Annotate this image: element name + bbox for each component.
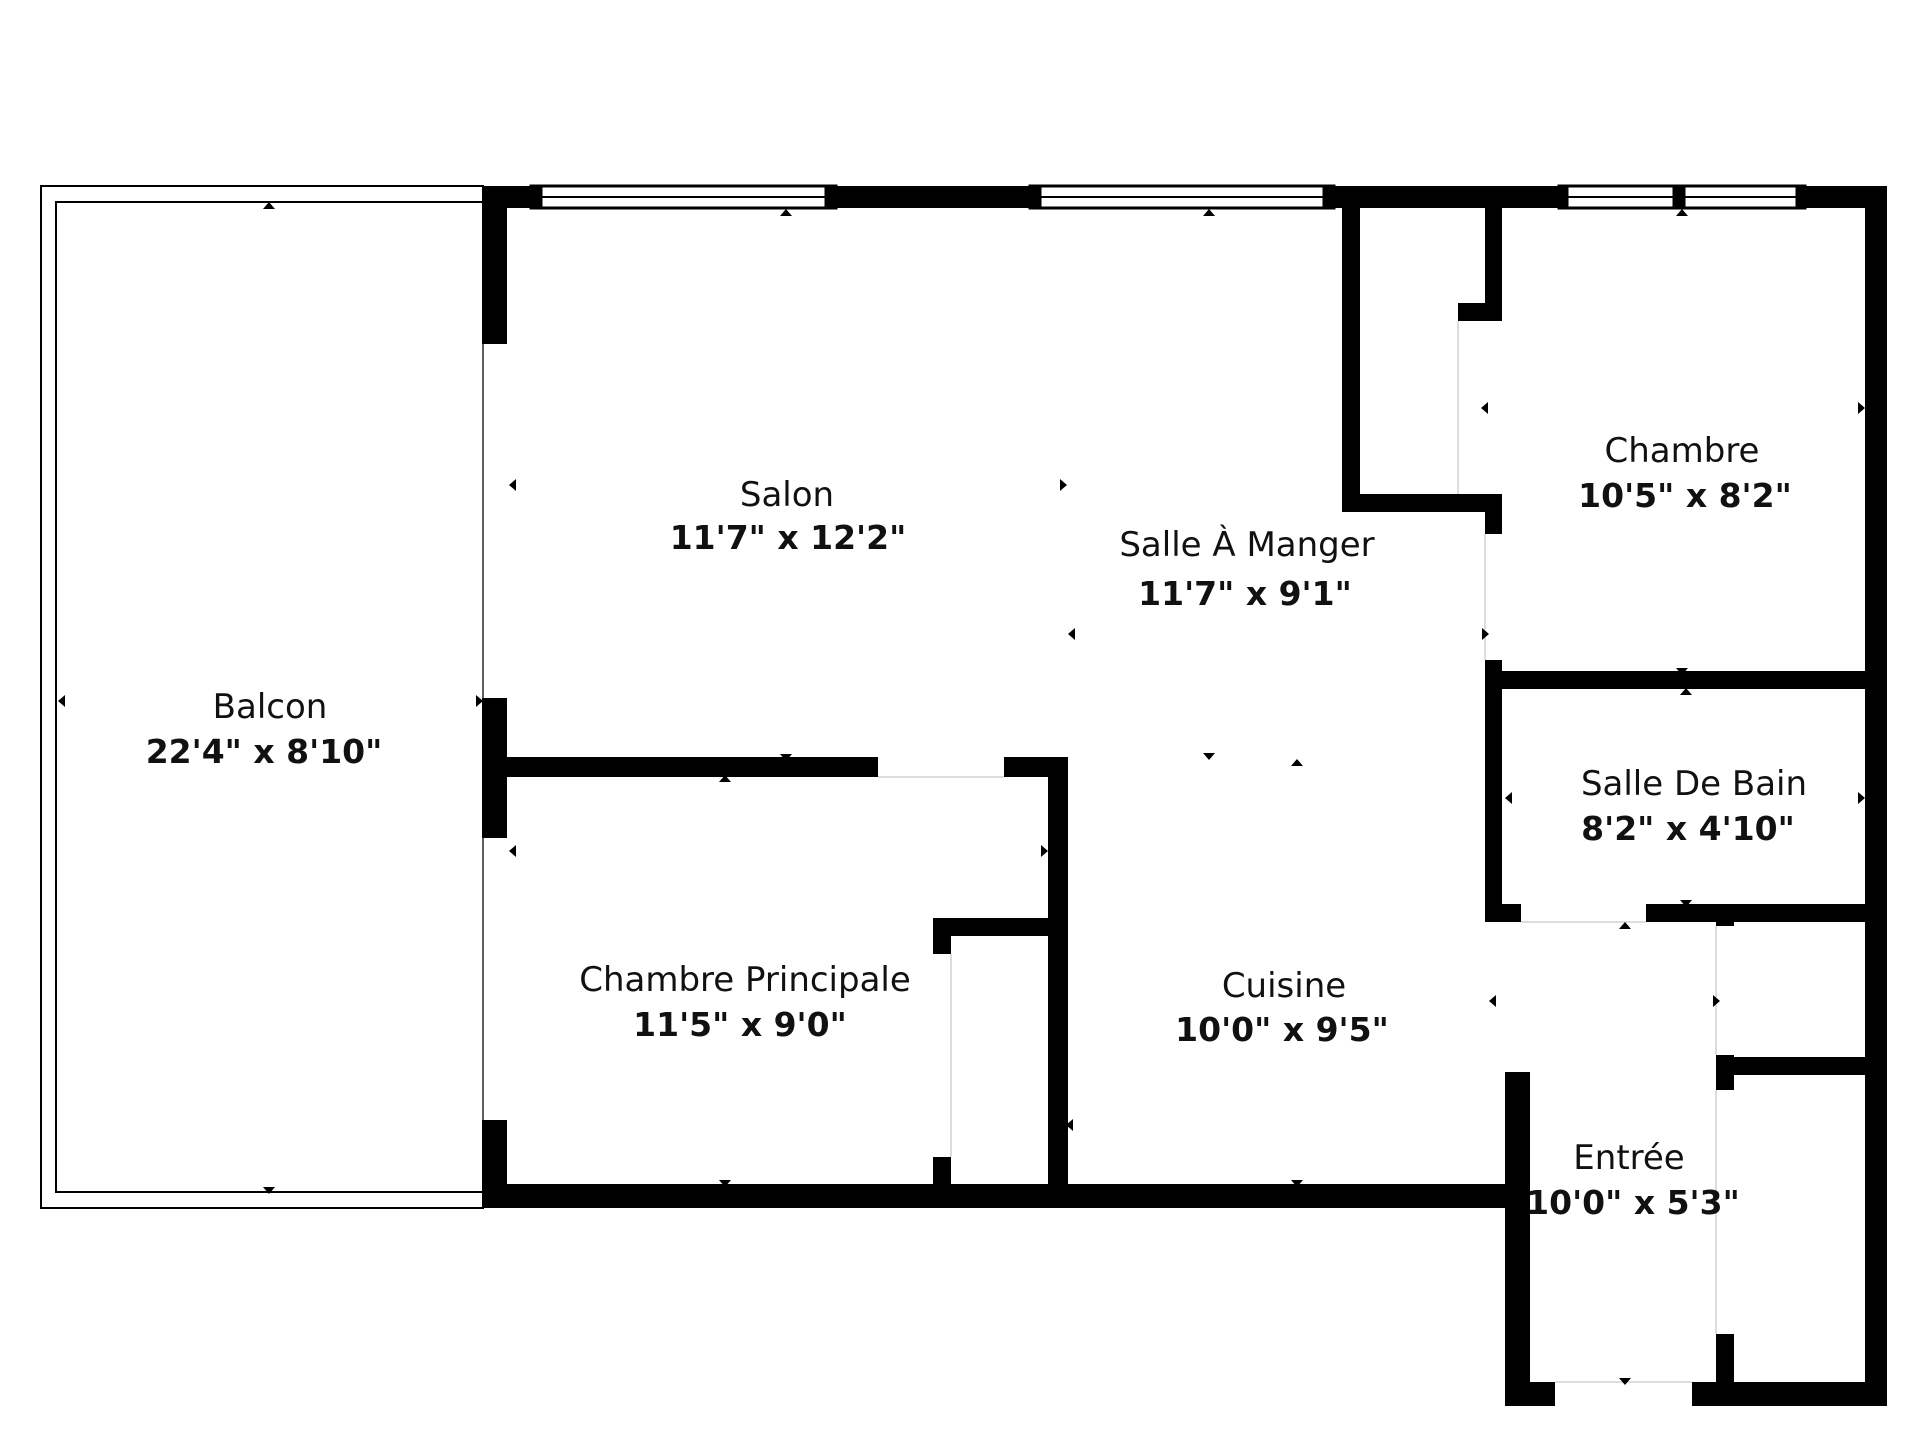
wall-bottom-main (483, 1184, 1517, 1208)
salon-dimensions: 11'7" x 12'2" (670, 518, 907, 557)
salon-name: Salon (740, 475, 834, 515)
wall-closet2-west-3 (1716, 1334, 1734, 1406)
chambre-name: Chambre (1605, 431, 1760, 471)
wall-chp-east (1048, 757, 1068, 1208)
chambre-principale-name: Chambre Principale (579, 960, 911, 1000)
chambre-principale-dimensions: 11'5" x 9'0" (633, 1005, 847, 1044)
wall-chambre-west-1 (1485, 494, 1502, 534)
wall-entree-bottom-1 (1505, 1382, 1555, 1406)
wall-closet-left (1342, 186, 1360, 510)
wall-left-1 (483, 186, 507, 344)
door-openings (482, 321, 1717, 1383)
window-salon (529, 184, 838, 210)
wall-right (1865, 186, 1887, 1406)
wall-chp-closet-west-1 (933, 918, 951, 954)
window-salle-a-manger (1028, 184, 1336, 210)
windows (529, 184, 1807, 210)
wall-chp-closet-west-2 (933, 1157, 951, 1208)
window-chambre (1557, 184, 1807, 210)
wall-closet-jamb (1458, 303, 1502, 321)
wall-top-3 (1334, 186, 1559, 208)
wall-bath-bottom-2 (1646, 904, 1887, 922)
salle-a-manger-dimensions: 11'7" x 9'1" (1138, 574, 1352, 613)
entree-name: Entrée (1573, 1138, 1684, 1178)
wall-top-2 (836, 186, 1030, 208)
walls (483, 186, 1887, 1406)
salle-de-bain-name: Salle De Bain (1581, 764, 1807, 804)
wall-closet2-divider (1716, 1057, 1886, 1075)
wall-closet-right-top (1485, 186, 1502, 320)
salle-de-bain-dimensions: 8'2" x 4'10" (1581, 809, 1795, 848)
wall-bath-west (1485, 671, 1502, 921)
wall-chp-closet-top (933, 918, 1068, 936)
balcon-name: Balcon (213, 687, 328, 727)
wall-closet2-west-1 (1716, 904, 1734, 926)
wall-chambre-bath (1485, 671, 1885, 689)
wall-closet-bottom (1342, 494, 1502, 512)
cuisine-name: Cuisine (1222, 966, 1346, 1006)
wall-entree-left (1505, 1072, 1530, 1406)
room-labels: Balcon 22'4" x 8'10" Salon 11'7" x 12'2"… (146, 431, 1807, 1222)
entree-dimensions: 10'0" x 5'3" (1526, 1183, 1740, 1222)
salle-a-manger-name: Salle À Manger (1119, 524, 1374, 565)
wall-bath-bottom-1 (1485, 904, 1521, 922)
cuisine-dimensions: 10'0" x 9'5" (1175, 1010, 1389, 1049)
balcon-dimensions: 22'4" x 8'10" (146, 732, 383, 771)
dimension-markers (58, 202, 1865, 1385)
chambre-dimensions: 10'5" x 8'2" (1578, 476, 1792, 515)
wall-salon-chp-1 (483, 757, 878, 777)
